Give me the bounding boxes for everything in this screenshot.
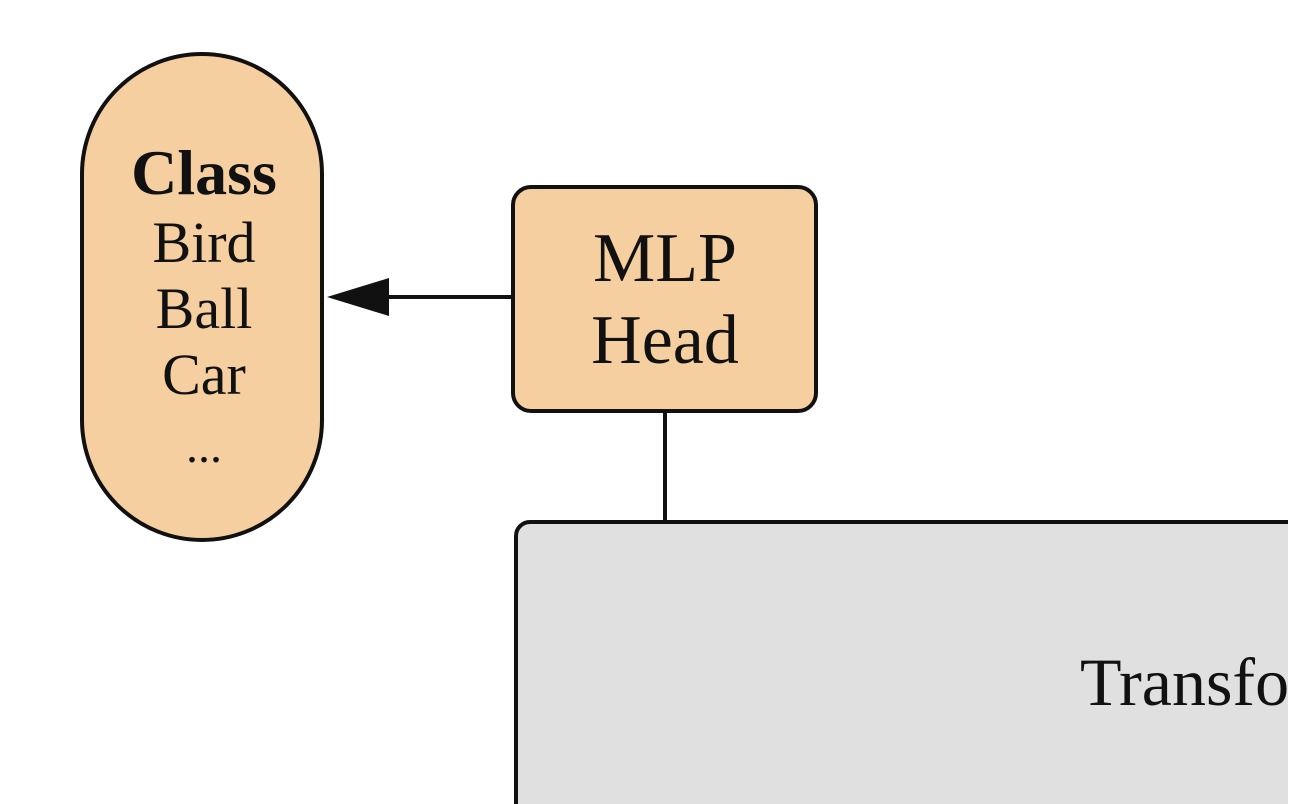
- transformer-box: [514, 520, 1288, 804]
- arrow-head-icon: [327, 278, 389, 316]
- mlp-to-class-arrow: [327, 278, 513, 316]
- class-node-item-ball: Ball: [156, 276, 253, 341]
- class-node-item-car: Car: [162, 342, 246, 407]
- class-node: Class Bird Ball Car ...: [80, 52, 324, 542]
- mlp-head-node: MLP Head: [511, 185, 818, 413]
- transformer-label: Transfo: [1080, 644, 1289, 720]
- transformer-block: Transfo: [514, 520, 1289, 804]
- mlp-head-line2: Head: [591, 302, 739, 379]
- class-node-title: Class: [131, 137, 277, 208]
- class-node-item-ellipsis: ...: [186, 420, 222, 473]
- class-node-item-bird: Bird: [152, 210, 255, 275]
- mlp-head-box: [511, 185, 818, 413]
- mlp-head-line1: MLP: [593, 220, 737, 297]
- class-node-shape: [80, 52, 324, 542]
